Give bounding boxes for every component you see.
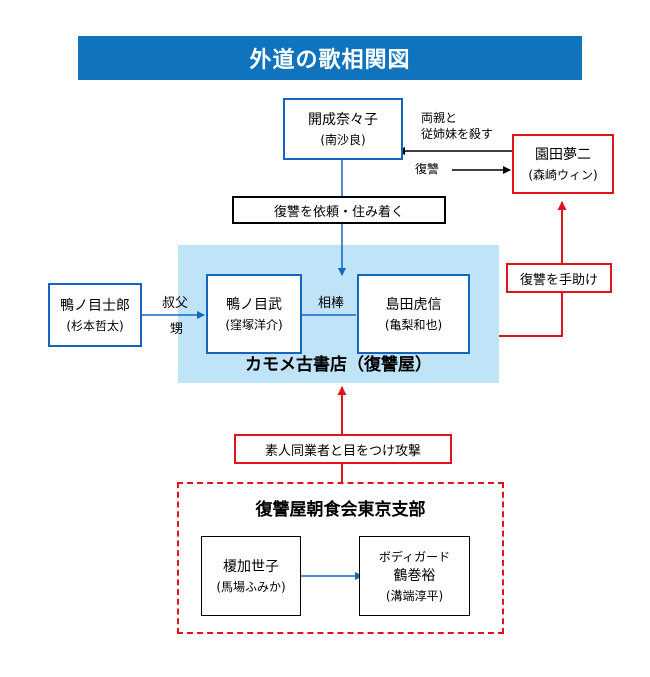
shop-group-name: カモメ古書店（復讐屋） <box>245 355 432 375</box>
actor-name: (亀梨和也) <box>384 317 443 332</box>
character-name: 島田虎信 <box>385 296 442 313</box>
actor-name: (南沙良) <box>320 132 366 147</box>
character-sonoda-yumeji: 園田夢二 (森崎ウィン) <box>512 134 614 194</box>
character-role: ボディガード <box>378 549 451 564</box>
character-name: 榎加世子 <box>223 558 279 575</box>
character-name: 開成奈々子 <box>308 111 378 128</box>
relation-uncle-label: 叔父 <box>162 296 189 311</box>
actor-name: (森崎ウィン) <box>528 167 598 182</box>
actor-name: (溝端淳平) <box>385 588 444 603</box>
diagram-title: 外道の歌相関図 <box>78 36 582 80</box>
character-kamonome-takeshi: 鴨ノ目武 (窪塚洋介) <box>206 274 302 354</box>
relation-attack-label: 素人同業者と目をつけ攻撃 <box>234 434 452 464</box>
actor-name: (杉本哲太) <box>66 318 124 333</box>
character-shimada-toranobu: 島田虎信 (亀梨和也) <box>357 274 470 354</box>
relation-nephew-label: 甥 <box>170 322 184 337</box>
actor-name: (馬場ふみか) <box>216 579 286 594</box>
relation-request-label: 復讐を依頼・住み着く <box>232 196 446 224</box>
branch-group-name: 復讐屋朝食会東京支部 <box>255 500 426 520</box>
character-kaisei-nanako: 開成奈々子 (南沙良) <box>283 98 403 160</box>
relation-killed-label: 両親と 従姉妹を殺す <box>421 111 493 142</box>
character-enoki-kayoko: 榎加世子 (馬場ふみか) <box>201 536 301 616</box>
relation-assist-label: 復讐を手助け <box>506 263 612 293</box>
character-name: 鴨ノ目武 <box>226 296 282 313</box>
character-name: 鶴巻裕 <box>393 567 436 584</box>
character-tsurumaki-yu: ボディガード 鶴巻裕 (溝端淳平) <box>359 536 470 616</box>
branch-group-frame <box>177 482 504 634</box>
character-kamonome-shiro: 鴨ノ目士郎 (杉本哲太) <box>48 283 142 347</box>
relation-revenge-label: 復讐 <box>415 162 440 176</box>
relation-killed-line2: 従姉妹を殺す <box>421 126 494 141</box>
character-name: 園田夢二 <box>535 146 591 163</box>
relation-partner-label: 相棒 <box>318 296 345 311</box>
actor-name: (窪塚洋介) <box>225 317 283 332</box>
character-name: 鴨ノ目士郎 <box>60 297 130 314</box>
relation-killed-line1: 両親と <box>421 111 458 125</box>
